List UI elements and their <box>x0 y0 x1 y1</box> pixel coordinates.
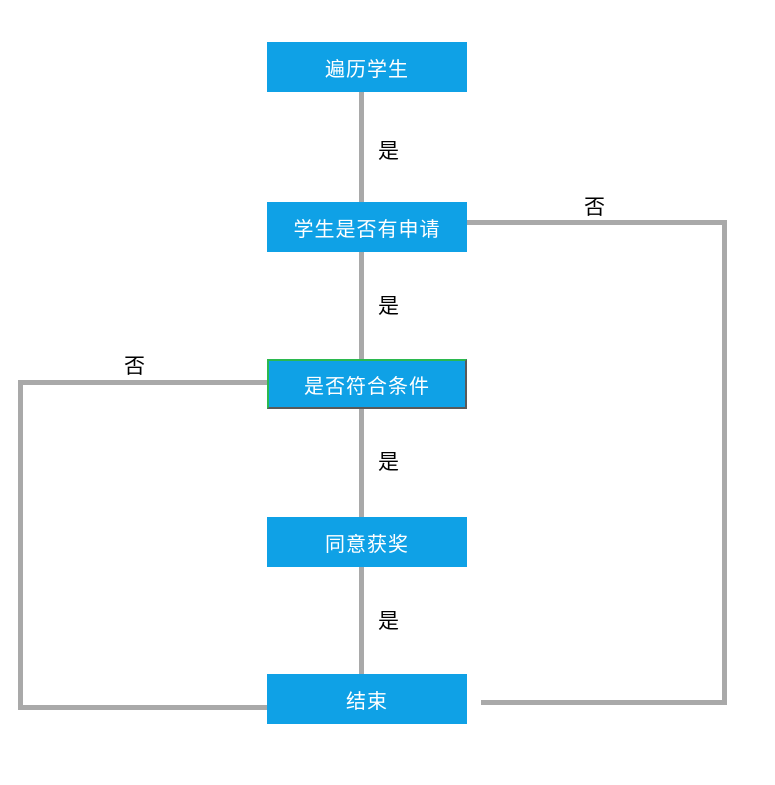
edge-label-yes-4: 是 <box>378 610 399 633</box>
node-agree-award[interactable]: 同意获奖 <box>267 517 467 567</box>
connector-no-left-horizontal-bottom <box>18 705 267 710</box>
node-end[interactable]: 结束 <box>267 674 467 724</box>
edge-label-no-right: 否 <box>584 196 605 219</box>
connector-no-right-vertical <box>722 220 727 705</box>
connector-no-left-horizontal-top <box>18 380 267 385</box>
edge-label-yes-2: 是 <box>378 295 399 318</box>
node-meets-criteria[interactable]: 是否符合条件 <box>267 359 467 409</box>
node-traverse-students[interactable]: 遍历学生 <box>267 42 467 92</box>
connector-n4-n5 <box>359 567 364 674</box>
connector-no-right-horizontal-top <box>467 220 727 225</box>
edge-label-yes-1: 是 <box>378 140 399 163</box>
connector-no-left-vertical <box>18 380 23 710</box>
connector-no-right-horizontal-bottom <box>481 700 727 705</box>
edge-label-no-left: 否 <box>124 355 145 378</box>
connector-n2-n3 <box>359 252 364 359</box>
node-student-has-application[interactable]: 学生是否有申请 <box>267 202 467 252</box>
edge-label-yes-3: 是 <box>378 451 399 474</box>
connector-n1-n2 <box>359 92 364 202</box>
connector-n3-n4 <box>359 409 364 517</box>
